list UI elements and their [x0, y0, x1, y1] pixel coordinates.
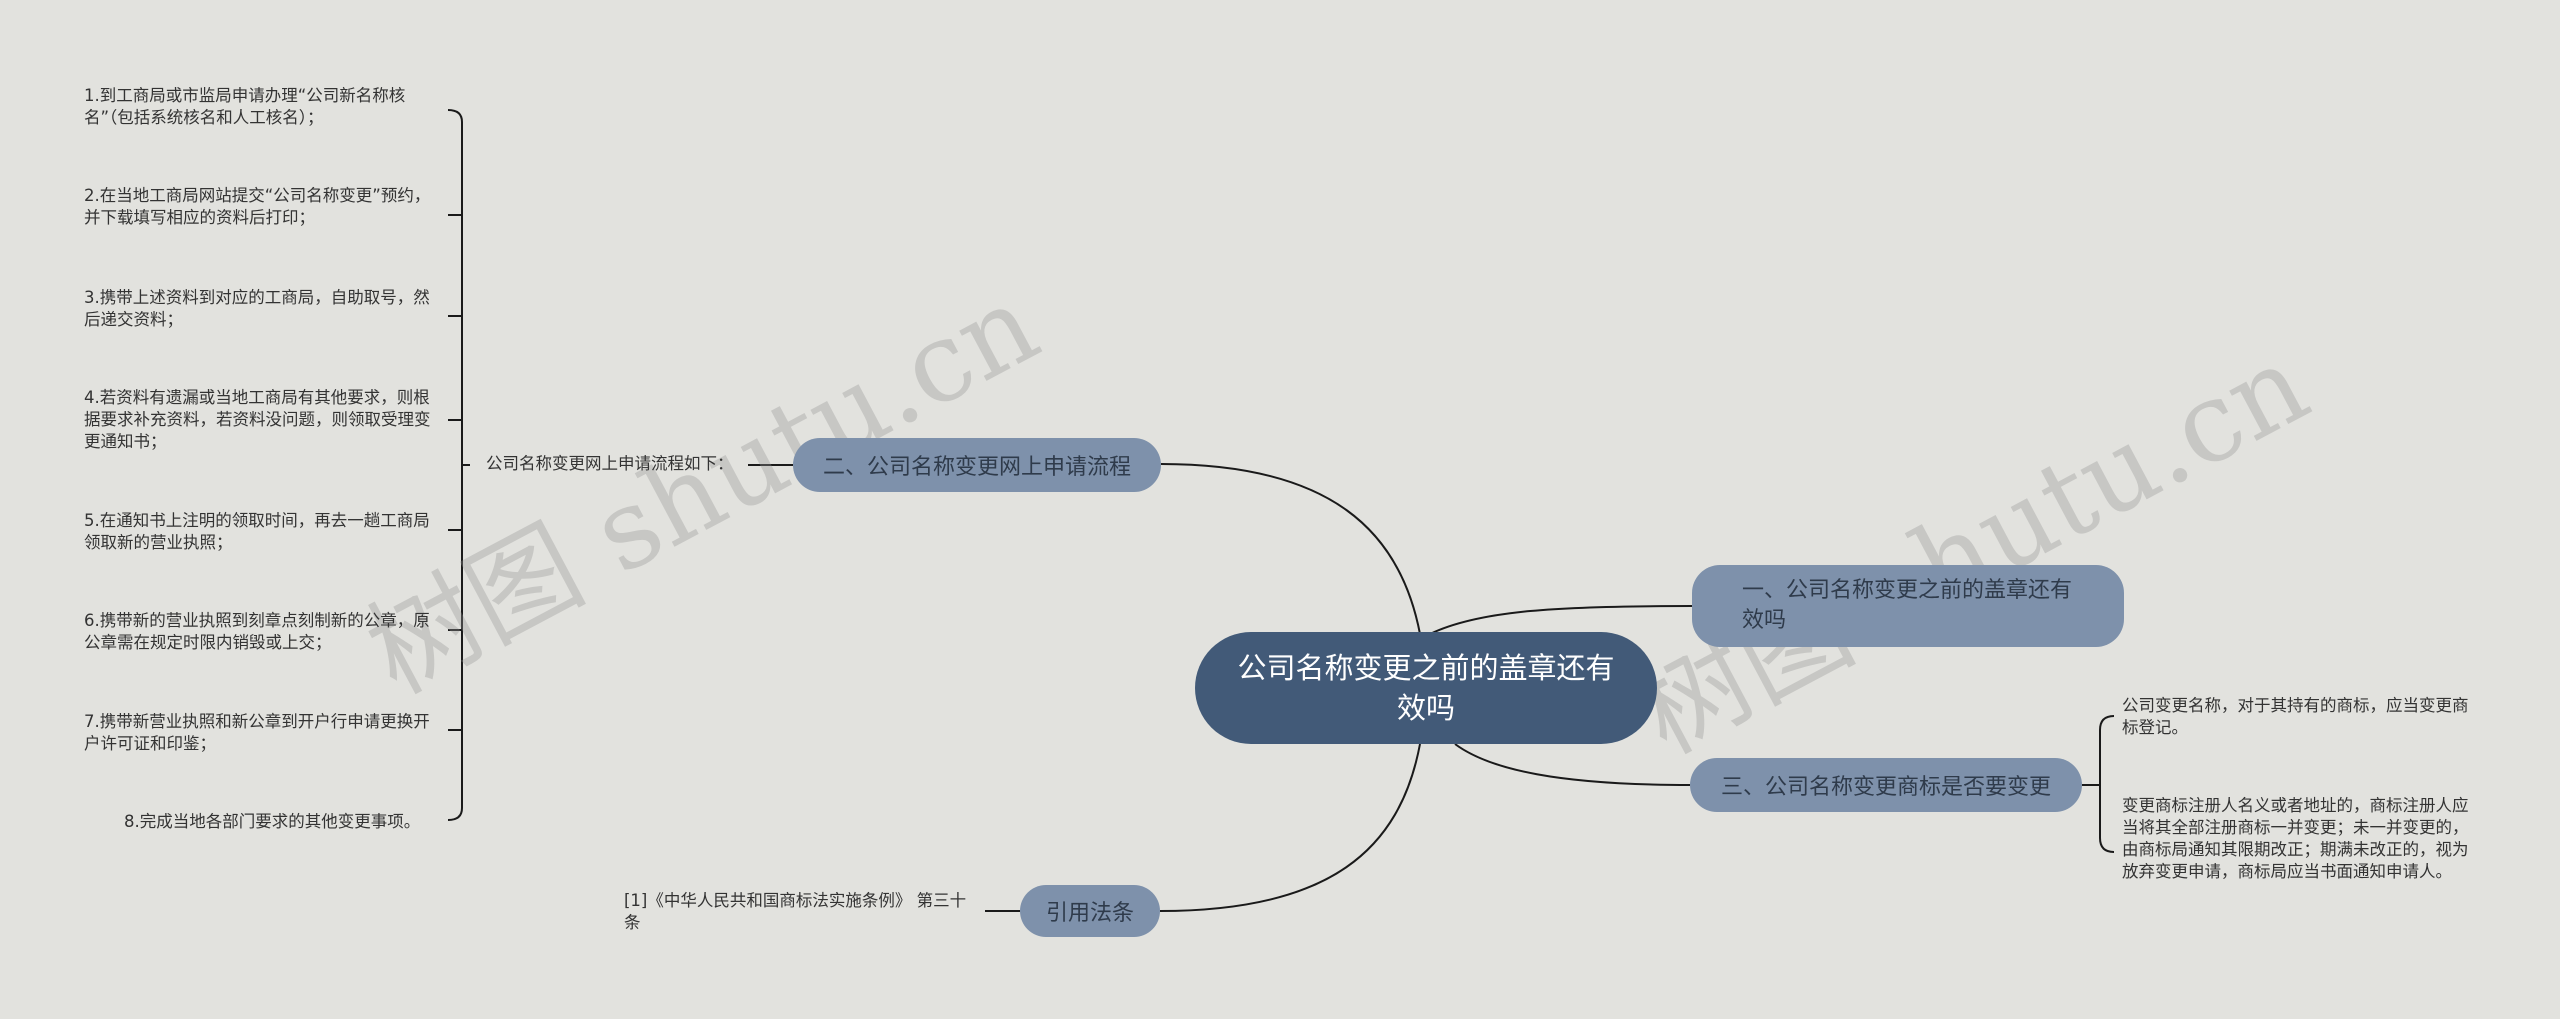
branch-law-citation-label: 引用法条	[1046, 901, 1135, 926]
step-text: 3.携带上述资料到对应的工商局，自助取号，然后递交资料；	[84, 288, 430, 329]
branch-seal-validity[interactable]: 一、公司名称变更之前的盖章还有效吗	[1692, 565, 2124, 647]
connector-root-trademark	[1454, 743, 1691, 786]
branch-online-process[interactable]: 二、公司名称变更网上申请流程	[793, 438, 1161, 492]
branch-seal-validity-label: 一、公司名称变更之前的盖章还有效吗	[1742, 578, 2073, 633]
bracket-trademark-items	[2099, 715, 2115, 853]
root-topic[interactable]: 公司名称变更之前的盖章还有效吗	[1195, 632, 1657, 744]
trademark-item-2[interactable]: 变更商标注册人名义或者地址的，商标注册人应当将其全部注册商标一并变更；未一并变更…	[2122, 795, 2482, 883]
trademark-item-text: 变更商标注册人名义或者地址的，商标注册人应当将其全部注册商标一并变更；未一并变更…	[2122, 796, 2469, 881]
branch-online-process-label: 二、公司名称变更网上申请流程	[822, 455, 1131, 480]
trademark-item-text: 公司变更名称，对于其持有的商标，应当变更商标登记。	[2122, 696, 2469, 737]
bracket-process-steps	[447, 109, 463, 821]
step-text: 7.携带新营业执照和新公章到开户行申请更换开户许可证和印鉴；	[84, 712, 430, 753]
process-step-1[interactable]: 1.到工商局或市监局申请办理“公司新名称核名”（包括系统核名和人工核名）；	[84, 85, 440, 129]
process-step-3[interactable]: 3.携带上述资料到对应的工商局，自助取号，然后递交资料；	[84, 287, 440, 331]
step-text: 4.若资料有遗漏或当地工商局有其他要求，则根据要求补充资料，若资料没问题，则领取…	[84, 388, 431, 451]
process-intro[interactable]: 公司名称变更网上申请流程如下：	[486, 453, 756, 475]
step-text: 1.到工商局或市监局申请办理“公司新名称核名”（包括系统核名和人工核名）；	[84, 86, 406, 127]
law-citation[interactable]: [1]《中华人民共和国商标法实施条例》 第三十条	[624, 890, 974, 934]
connector-root-seal	[1429, 605, 1693, 635]
process-step-5[interactable]: 5.在通知书上注明的领取时间，再去一趟工商局领取新的营业执照；	[84, 510, 440, 554]
branch-law-citation[interactable]: 引用法条	[1020, 885, 1160, 937]
connector-root-process	[1160, 463, 1421, 635]
branch-trademark-change[interactable]: 三、公司名称变更商标是否要变更	[1690, 758, 2082, 812]
step-text: 2.在当地工商局网站提交“公司名称变更”预约，并下载填写相应的资料后打印；	[84, 186, 431, 227]
step-text: 8.完成当地各部门要求的其他变更事项。	[124, 812, 421, 831]
root-topic-label: 公司名称变更之前的盖章还有效吗	[1237, 651, 1615, 725]
process-step-4[interactable]: 4.若资料有遗漏或当地工商局有其他要求，则根据要求补充资料，若资料没问题，则领取…	[84, 387, 440, 453]
branch-trademark-change-label: 三、公司名称变更商标是否要变更	[1720, 775, 2051, 800]
step-text: 6.携带新的营业执照到刻章点刻制新的公章，原公章需在规定时限内销毁或上交；	[84, 611, 430, 652]
process-step-7[interactable]: 7.携带新营业执照和新公章到开户行申请更换开户许可证和印鉴；	[84, 711, 440, 755]
connector-root-law	[1159, 743, 1421, 912]
step-text: 5.在通知书上注明的领取时间，再去一趟工商局领取新的营业执照；	[84, 511, 430, 552]
process-step-6[interactable]: 6.携带新的营业执照到刻章点刻制新的公章，原公章需在规定时限内销毁或上交；	[84, 610, 440, 654]
process-intro-text: 公司名称变更网上申请流程如下：	[486, 454, 734, 473]
process-step-2[interactable]: 2.在当地工商局网站提交“公司名称变更”预约，并下载填写相应的资料后打印；	[84, 185, 440, 229]
law-citation-text: [1]《中华人民共和国商标法实施条例》 第三十条	[624, 891, 967, 932]
process-step-8[interactable]: 8.完成当地各部门要求的其他变更事项。	[124, 811, 444, 833]
trademark-item-1[interactable]: 公司变更名称，对于其持有的商标，应当变更商标登记。	[2122, 695, 2482, 739]
